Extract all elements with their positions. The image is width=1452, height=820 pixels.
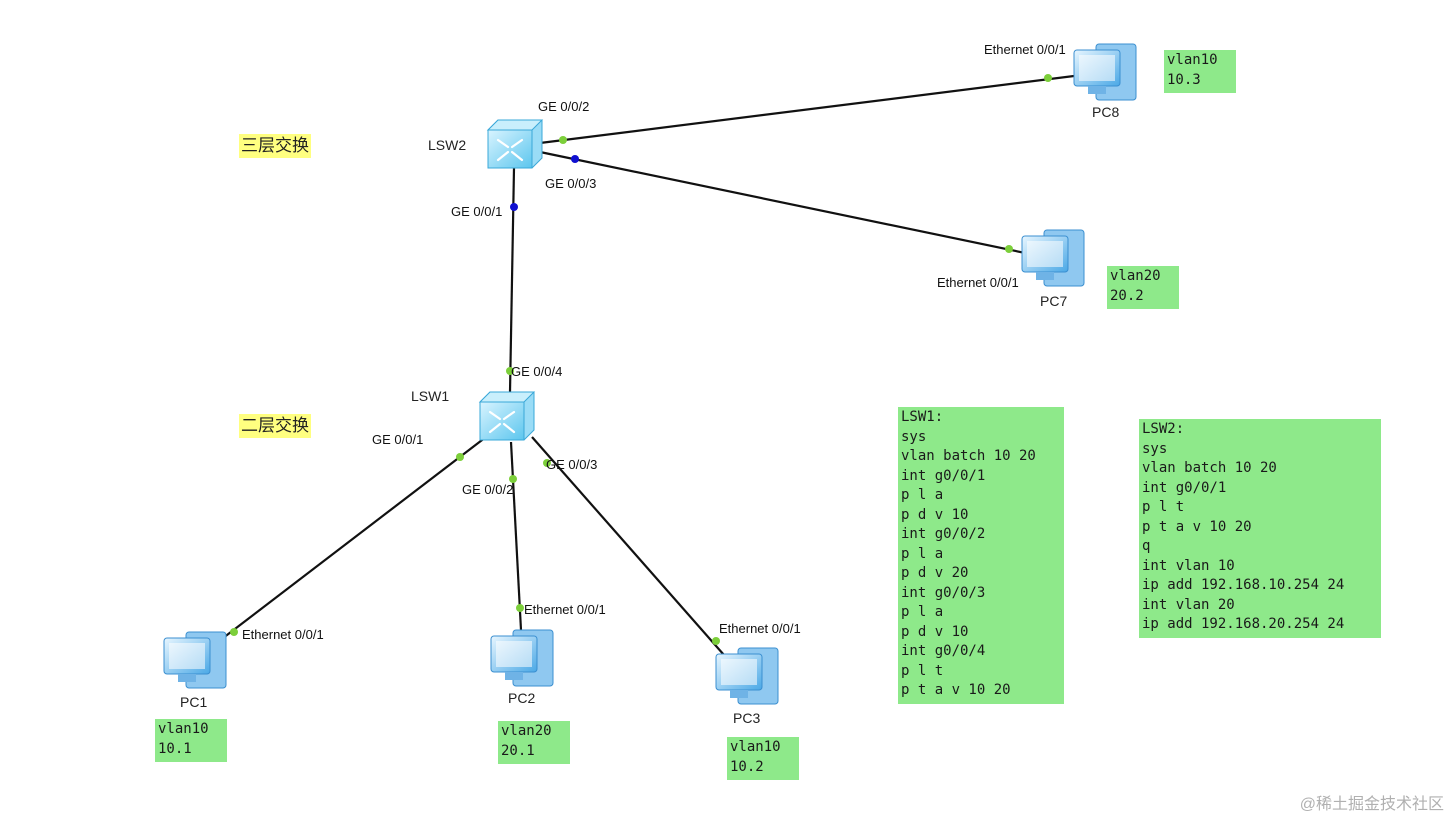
port-dot-lsw1-ge003 [543,459,551,467]
config-note-lsw1: LSW1: sys vlan batch 10 20 int g0/0/1 p … [898,407,1064,704]
device-label-pc2: PC2 [508,690,536,706]
note-pc3: vlan10 10.2 [727,737,799,780]
port-dot-lsw1-ge004 [506,367,514,375]
port-label-pc8-eth: Ethernet 0/0/1 [984,42,1066,57]
pc-icon-pc7[interactable] [1021,229,1085,287]
link-lsw1-pc1 [209,436,487,649]
device-label-lsw2: LSW2 [428,137,467,153]
watermark: @稀土掘金技术社区 [1299,796,1444,813]
switch-icon-lsw2[interactable] [486,119,544,169]
layer2-switch-tag: 二层交换 [239,414,311,438]
device-label-pc1: PC1 [180,694,208,710]
link-lsw2-pc8 [539,73,1083,145]
pc-icon-pc1[interactable] [163,631,227,689]
port-dot-lsw2-ge003 [571,155,579,163]
port-dot-pc2-eth [516,604,524,612]
port-label-pc3-eth: Ethernet 0/0/1 [719,621,801,636]
port-label-lsw2-ge003: GE 0/0/3 [545,176,597,191]
port-label-lsw1-ge004: GE 0/0/4 [511,364,563,379]
port-dot-lsw2-ge001 [510,203,518,211]
port-dot-pc7-eth [1005,245,1013,253]
link-lsw1-pc2 [509,441,523,631]
link-lsw2-lsw1 [508,167,516,393]
port-label-pc7-eth: Ethernet 0/0/1 [937,275,1019,290]
layer3-switch-tag: 三层交换 [239,134,311,158]
port-label-lsw1-ge002: GE 0/0/2 [462,482,514,497]
link-lsw1-pc3 [531,436,725,656]
device-label-pc8: PC8 [1092,104,1120,120]
device-label-lsw1: LSW1 [411,388,450,404]
port-label-lsw2-ge001: GE 0/0/1 [451,204,503,219]
port-label-pc2-eth: Ethernet 0/0/1 [524,602,606,617]
port-dot-lsw2-ge002 [559,136,567,144]
pc-icon-pc3[interactable] [715,647,779,705]
device-label-pc3: PC3 [733,710,761,726]
device-label-pc7: PC7 [1040,293,1068,309]
port-dots [230,74,1052,645]
port-label-lsw1-ge003: GE 0/0/3 [546,457,598,472]
port-dot-lsw1-ge001 [456,453,464,461]
port-dot-pc8-eth [1044,74,1052,82]
port-dot-pc3-eth [712,637,720,645]
pc-icon-pc2[interactable] [490,629,554,687]
note-pc2: vlan20 20.1 [498,721,570,764]
port-dot-lsw1-ge002 [509,475,517,483]
note-pc7: vlan20 20.2 [1107,266,1179,309]
link-lsw2-pc7 [539,150,1031,256]
switch-icon-lsw1[interactable] [478,391,536,441]
note-pc1: vlan10 10.1 [155,719,227,762]
port-label-lsw1-ge001: GE 0/0/1 [372,432,424,447]
port-label-lsw2-ge002: GE 0/0/2 [538,99,590,114]
port-dot-pc1-eth [230,628,238,636]
config-note-lsw2: LSW2: sys vlan batch 10 20 int g0/0/1 p … [1139,419,1381,638]
note-pc8: vlan10 10.3 [1164,50,1236,93]
port-label-pc1-eth: Ethernet 0/0/1 [242,627,324,642]
pc-icon-pc8[interactable] [1073,43,1137,101]
